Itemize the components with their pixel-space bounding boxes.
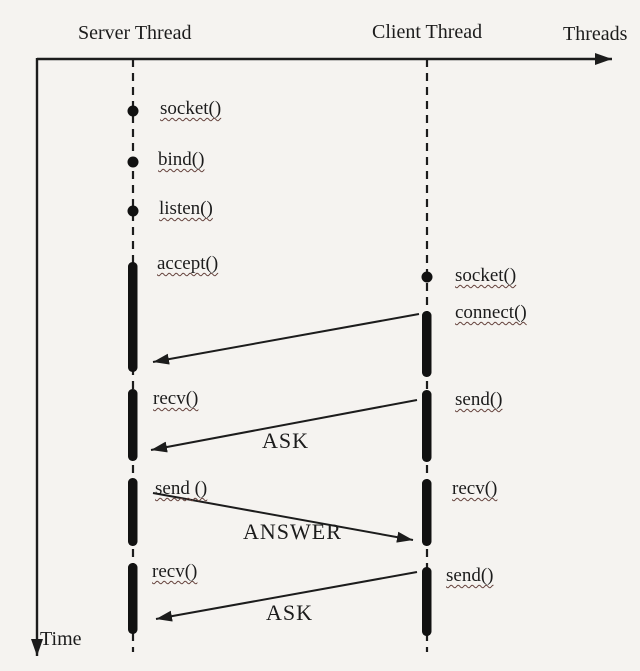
server-send-bar: [128, 478, 138, 546]
client-recv-bar: [422, 479, 432, 546]
client-call-send-1: send(): [455, 389, 503, 410]
server-recv2-bar: [128, 563, 138, 634]
arrow-ask-2: [155, 571, 418, 622]
server-call-bind: bind(): [158, 149, 205, 170]
client-send2-bar: [422, 567, 432, 636]
server-recv1-bar: [128, 389, 138, 461]
server-accept-bar: [128, 262, 138, 372]
client-call-recv: recv(): [452, 478, 498, 499]
client-send1-bar: [422, 390, 432, 462]
server-call-socket: socket(): [160, 98, 222, 119]
server-thread-title: Server Thread: [78, 22, 192, 44]
time-axis-label: Time: [40, 628, 82, 650]
client-connect-bar: [422, 311, 432, 377]
client-call-send-2: send(): [446, 565, 494, 586]
arrow-connect-to-accept: [152, 313, 420, 365]
server-call-send: send (): [155, 478, 208, 499]
server-call-recv-1: recv(): [153, 388, 199, 409]
client-socket-bullet: [421, 271, 433, 283]
client-thread-title: Client Thread: [372, 21, 483, 43]
server-socket-bullet: [127, 105, 139, 117]
threads-axis-label: Threads: [563, 23, 628, 45]
client-call-connect: connect(): [455, 302, 527, 323]
message-label-ask-2: ASK: [266, 600, 314, 625]
server-call-accept: accept(): [157, 253, 219, 274]
message-label-ask-1: ASK: [262, 428, 310, 453]
server-bind-bullet: [127, 156, 139, 168]
client-call-socket: socket(): [455, 265, 517, 286]
message-label-answer: ANSWER: [243, 519, 342, 544]
server-listen-bullet: [127, 205, 139, 217]
server-call-listen: listen(): [159, 198, 213, 219]
arrow-ask-1: [150, 399, 418, 453]
arrow-answer: [152, 492, 414, 543]
server-call-recv-2: recv(): [152, 561, 198, 582]
